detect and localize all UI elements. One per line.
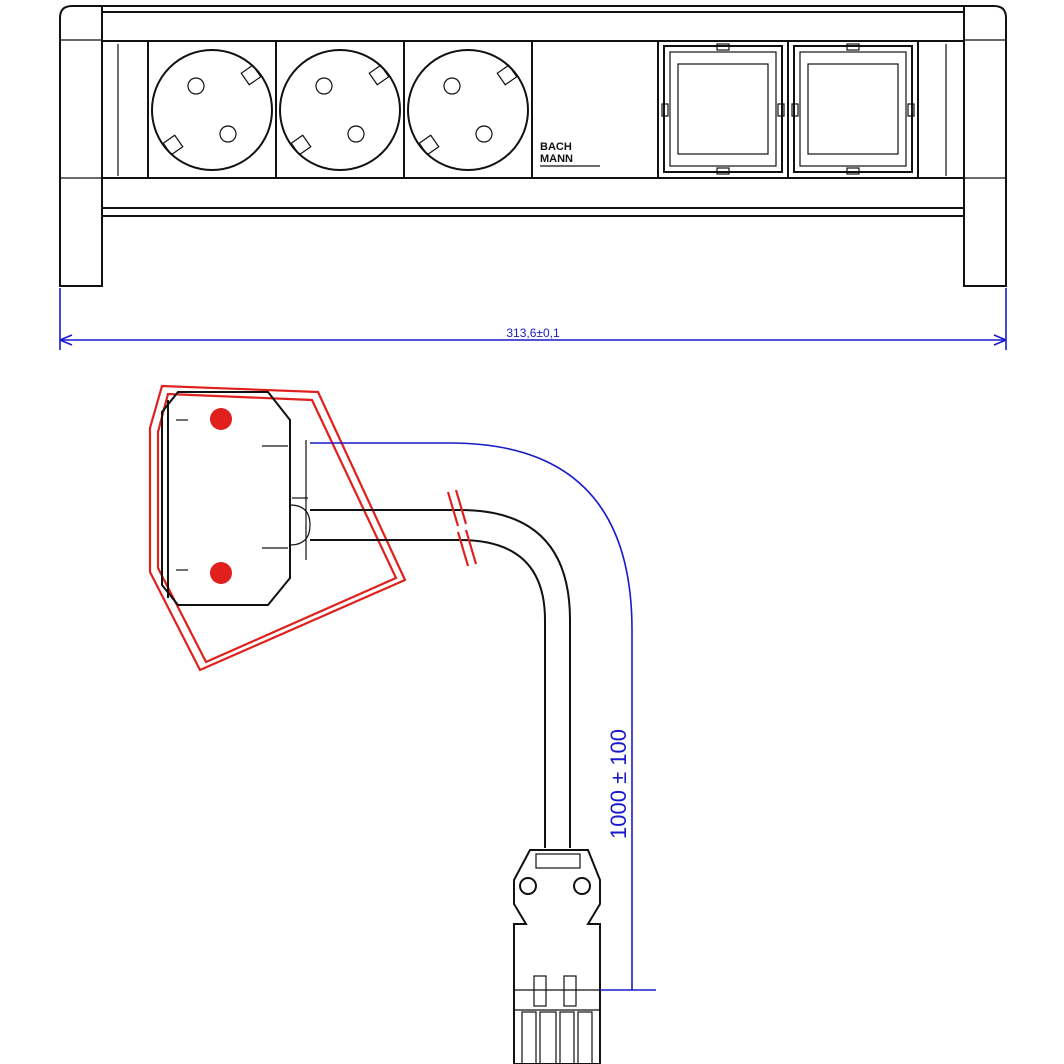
brand-logo-line2: MANN	[540, 153, 573, 165]
cable-length-dimension: 1000 ± 100	[310, 442, 656, 991]
left-end-cap	[59, 5, 103, 287]
data-module-2	[791, 43, 915, 175]
cable	[310, 489, 571, 848]
right-end-cap	[963, 5, 1007, 287]
cable-length-label: 1000 ± 100	[606, 729, 631, 839]
schuko-socket-1	[151, 49, 273, 171]
housing-profile	[161, 391, 311, 606]
red-fastening-point-bottom	[210, 562, 232, 584]
data-module-1	[661, 43, 785, 175]
width-dimension-label: 313,6±0,1	[506, 326, 560, 340]
width-dimension: 313,6±0,1	[59, 288, 1007, 350]
side-view: 1000 ± 100	[148, 384, 656, 1064]
logo-panel: BACH MANN	[540, 141, 600, 167]
front-view: BACH MANN	[59, 5, 1007, 350]
plug-connector	[513, 849, 601, 1064]
schuko-socket-2	[279, 49, 401, 171]
red-fastening-point-top	[210, 408, 232, 430]
housing-highlight	[148, 384, 407, 672]
schuko-socket-3	[407, 49, 529, 171]
brand-logo-line1: BACH	[540, 141, 572, 153]
